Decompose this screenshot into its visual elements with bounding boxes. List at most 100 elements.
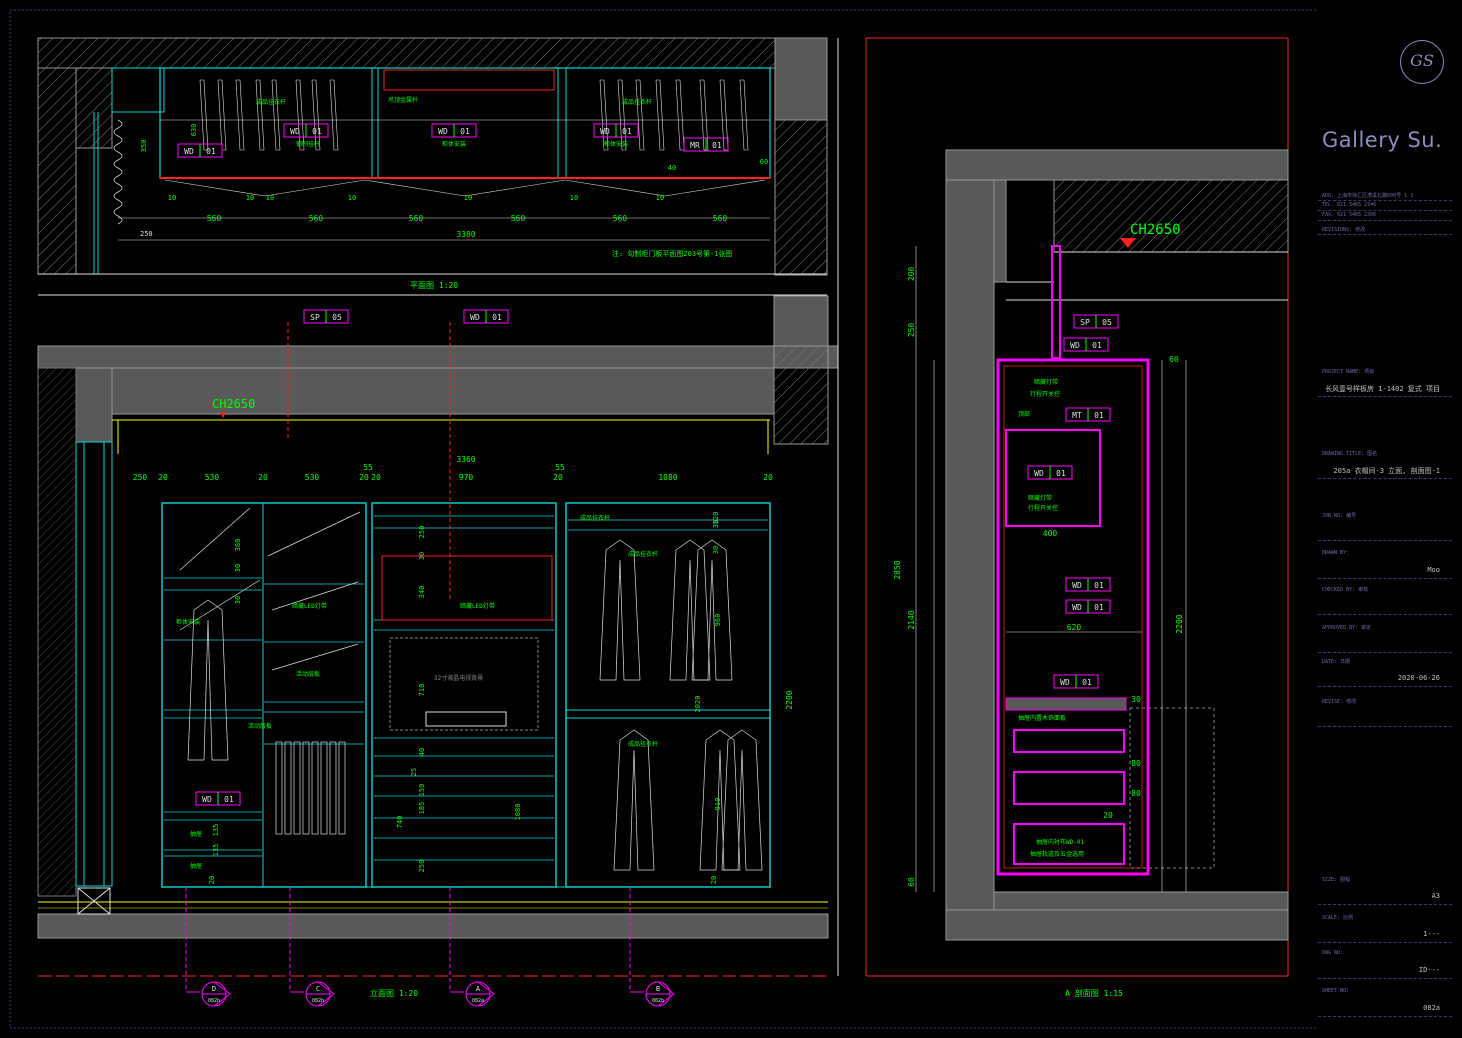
svg-text:01: 01 <box>492 313 502 322</box>
elev-vdim: 960 <box>714 614 722 627</box>
title-row-label: APPROVED BY: 审定 <box>1322 625 1372 631</box>
title-row: REVISE: 修改 <box>1318 696 1452 727</box>
elev-vdim: 185 <box>418 802 426 815</box>
svg-text:01: 01 <box>622 127 632 136</box>
elev-callout: 成品挂衣杆 <box>628 740 658 748</box>
title-row-label: DATE: 日期 <box>1322 659 1351 665</box>
section-dim: 400 <box>1043 529 1058 538</box>
elev-dim-overall: 3360 <box>456 455 475 464</box>
floor-slab <box>37 913 829 939</box>
section-dim: 80 <box>1131 789 1141 798</box>
elev-vdim: 20 <box>208 876 216 884</box>
svg-text:A: A <box>476 985 481 993</box>
section-dim: 80 <box>1131 759 1141 768</box>
plan-dim: 560 <box>207 214 222 223</box>
section-dim: 30 <box>1131 695 1141 704</box>
title-row: DWG NO:ID--- <box>1318 948 1452 979</box>
plan-dim: 560 <box>409 214 424 223</box>
title-row: ADD. 上海市徐汇区漕溪北路600号 1 3 <box>1318 190 1452 201</box>
elev-callout: 暗藏LED灯带 <box>460 602 495 610</box>
svg-text:WD: WD <box>1060 678 1070 687</box>
section-caption: A 剖面图 1:15 <box>1065 988 1123 998</box>
svg-text:WD: WD <box>290 127 300 136</box>
svg-text:SP: SP <box>1080 318 1090 327</box>
section-callout: 抽屉内衬布WD-01 <box>1036 838 1084 846</box>
svg-text:WD: WD <box>184 147 194 156</box>
section-dim: 2200 <box>1175 614 1184 633</box>
title-row-label: PROJECT NAME: 项目 <box>1322 369 1375 375</box>
plan-callout: 柜体安装 <box>442 140 466 148</box>
plan-dim: 560 <box>613 214 628 223</box>
plan-callout: 成品挂衣杆 <box>622 98 652 106</box>
svg-text:WD: WD <box>438 127 448 136</box>
plan-dim: 10 <box>348 194 356 202</box>
elev-dim: 250 <box>133 473 148 482</box>
svg-text:WD: WD <box>1072 603 1082 612</box>
svg-text:WD: WD <box>1034 469 1044 478</box>
svg-text:01: 01 <box>206 147 216 156</box>
plan-callout: 成品挂衣杆 <box>256 98 286 106</box>
elev-vdim: 1080 <box>514 804 522 821</box>
svg-text:082b: 082b <box>312 998 324 1004</box>
title-row-value: 1--- <box>1423 930 1440 938</box>
title-row-label: SCALE: 比例 <box>1322 915 1354 921</box>
cabinet-bay-2 <box>371 502 557 888</box>
brand-logo: GS <box>1400 40 1444 84</box>
elev-dim: 20 <box>763 473 773 482</box>
elev-dim: 970 <box>459 473 474 482</box>
elev-dim: 530 <box>305 473 320 482</box>
elev-dim: 55 <box>555 463 565 472</box>
elev-callout: 暗藏LED灯带 <box>292 602 327 610</box>
svg-text:01: 01 <box>1094 411 1104 420</box>
title-row-value: 205a 衣帽间-3 立面, 剖面图-1 <box>1333 467 1440 475</box>
elev-vdim: 910 <box>714 798 722 811</box>
title-row: DRAWN BY:Moo <box>1318 548 1452 579</box>
section-ceiling-height: CH2650 <box>1130 222 1181 238</box>
svg-text:WD: WD <box>1072 581 1082 590</box>
title-row-label: FAX. 021 5465 2306 <box>1322 212 1377 218</box>
svg-text:01: 01 <box>1092 341 1102 350</box>
title-row: SCALE: 比例 1--- <box>1318 912 1452 943</box>
cabinet-bay-1 <box>161 502 367 888</box>
title-row: CHECKED BY: 审核 <box>1318 584 1452 615</box>
plan-dim: 10 <box>656 194 664 202</box>
elev-vdim: 30 <box>712 520 720 528</box>
section-dim: 20 <box>1103 811 1113 820</box>
title-row-label: CHECKED BY: 审核 <box>1322 587 1369 593</box>
plan-tag-wd: WD 01 <box>177 143 223 158</box>
title-row-label: DWG NO: <box>1322 950 1344 956</box>
title-row-value: 长风壹号样板房 1-1402 复式 项目 <box>1325 385 1440 393</box>
title-row: JOB NO. 编号 <box>1318 510 1452 541</box>
plan-dim: 40 <box>668 164 676 172</box>
brand-name: Gallery Su. <box>1322 128 1443 152</box>
section-view <box>915 149 1289 941</box>
plan-note: 注: 勾制柜门板平面图203号第-1张图 <box>612 249 733 258</box>
elev-vdim: 250 <box>418 860 426 873</box>
plan-dim: 10 <box>266 194 274 202</box>
elev-vdim: 150 <box>418 784 426 797</box>
title-row: SHEET NO:082a <box>1318 986 1452 1017</box>
plan-dim: 10 <box>246 194 254 202</box>
plan-ceiling-slab <box>37 37 776 69</box>
svg-text:C: C <box>316 985 320 993</box>
title-row: FAX. 021 5465 2306 <box>1318 210 1452 221</box>
section-dim: 250 <box>907 323 916 338</box>
elev-dim: 20 <box>258 473 268 482</box>
elev-callout: 成品挂衣杆 <box>628 550 658 558</box>
elev-vdim: 25 <box>410 768 418 776</box>
title-row-label: ADD. 上海市徐汇区漕溪北路600号 1 3 <box>1322 193 1414 199</box>
